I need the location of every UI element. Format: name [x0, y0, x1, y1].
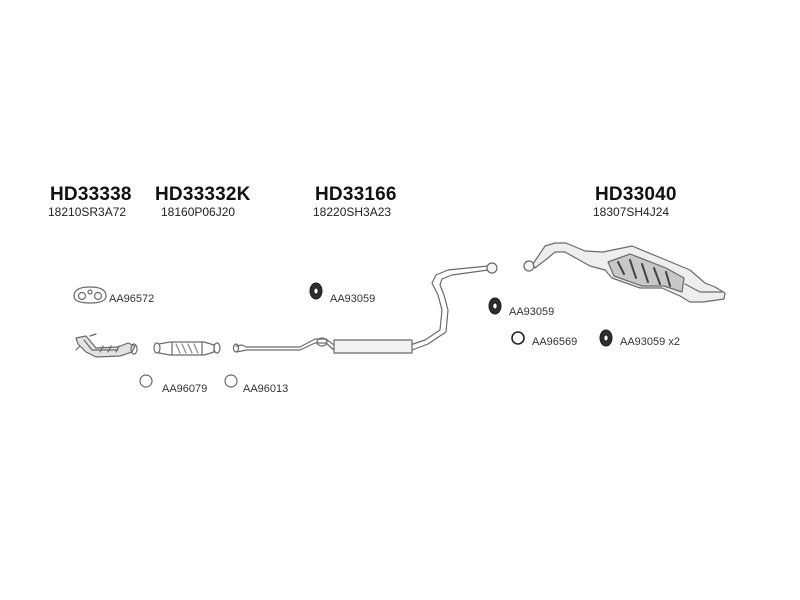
part-label-hanger-mid: AA93059	[330, 293, 376, 305]
group-code-2: HD33332K	[155, 184, 251, 205]
gasket-3bolt-icon	[73, 286, 107, 304]
oem-number-1: 18210SR3A72	[48, 205, 127, 219]
group-code-1: HD33338	[50, 184, 132, 205]
rubber-hanger-icon	[488, 297, 502, 315]
oem-number-3: 18220SH3A23	[313, 205, 392, 219]
catalytic-converter-icon	[153, 341, 221, 356]
oem-number-2: 18160P06J20	[161, 205, 236, 219]
part-label-ring-2: AA96013	[243, 383, 289, 395]
part-label-ring-rear: AA96569	[532, 336, 578, 348]
rear-muffler-icon	[523, 242, 726, 303]
group-code-3: HD33166	[315, 184, 397, 205]
part-label-gasket: AA96572	[109, 293, 155, 305]
part-label-hanger-rear: AA93059	[509, 306, 555, 318]
ring-seal-icon	[139, 374, 153, 388]
rubber-hanger-icon	[599, 329, 613, 347]
part-label-hanger-rear-x2: AA93059 x2	[620, 336, 680, 348]
oem-number-4: 18307SH4J24	[593, 205, 670, 219]
ring-seal-icon	[511, 331, 525, 345]
group-code-4: HD33040	[595, 184, 677, 205]
ring-seal-icon	[224, 374, 238, 388]
front-pipe-icon	[75, 333, 138, 358]
part-label-ring-1: AA96079	[162, 383, 208, 395]
middle-pipe-icon	[232, 262, 498, 354]
rubber-hanger-icon	[309, 282, 323, 300]
